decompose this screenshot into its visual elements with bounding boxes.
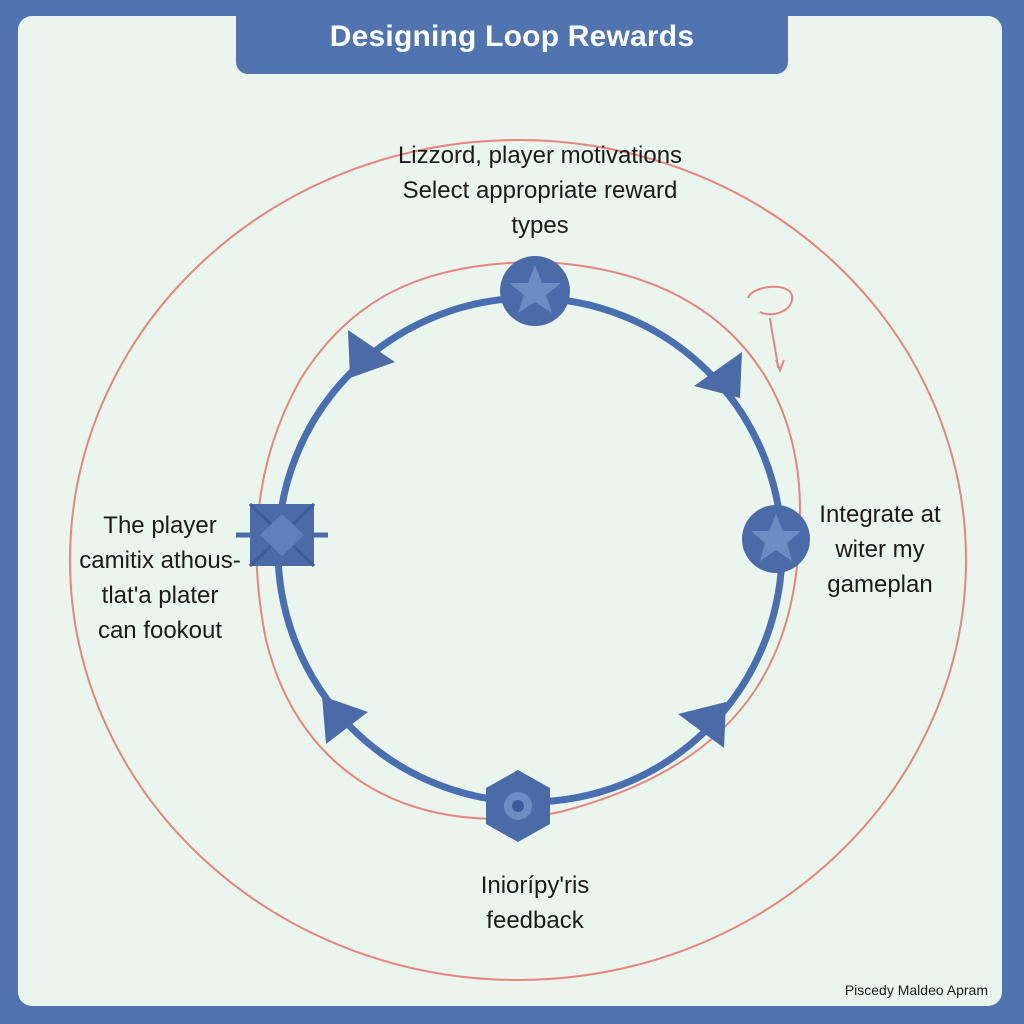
arrowhead-icon	[678, 702, 726, 748]
label-line: witer my	[835, 536, 925, 563]
diagram-panel	[18, 16, 1002, 1006]
node-label-top: Lizzord, player motivations Select appro…	[340, 138, 740, 243]
label-line: Iniorípy'ris	[480, 872, 590, 899]
node-label-bottom: Iniorípy'ris feedback	[430, 868, 640, 938]
scribble-mark	[747, 285, 794, 373]
cog-node-icon	[486, 770, 550, 842]
star-node-icon	[500, 256, 570, 326]
arrowhead-icon	[322, 696, 368, 744]
node-label-left: The player camitix athous- tlat'a plater…	[60, 508, 260, 648]
label-line: gameplan	[827, 571, 933, 598]
arrowhead-icon	[694, 352, 742, 398]
label-line: Select appropriate reward	[402, 177, 678, 204]
star-node-icon	[742, 505, 810, 573]
label-line: tlat'a plater	[101, 582, 219, 609]
arrowhead-icon	[348, 330, 395, 378]
label-line: can fookout	[97, 617, 223, 644]
diamond-node-icon	[236, 502, 328, 568]
diagram-title: Designing Loop Rewards	[329, 20, 695, 53]
label-line: The player	[103, 512, 217, 539]
footer-credit: Piscedy Maldeo Apram	[844, 982, 988, 998]
inner-accent-loop	[255, 260, 802, 820]
label-line: Integrate at	[819, 501, 941, 528]
label-line: camitix athous-	[79, 547, 241, 574]
label-line: types	[511, 212, 569, 239]
label-line: Lizzord, player motivations	[397, 142, 683, 169]
label-line: feedback	[486, 907, 584, 934]
node-label-right: Integrate at witer my gameplan	[810, 497, 950, 602]
outer-accent-circle	[69, 139, 967, 981]
title-banner: Designing Loop Rewards	[236, 0, 788, 74]
